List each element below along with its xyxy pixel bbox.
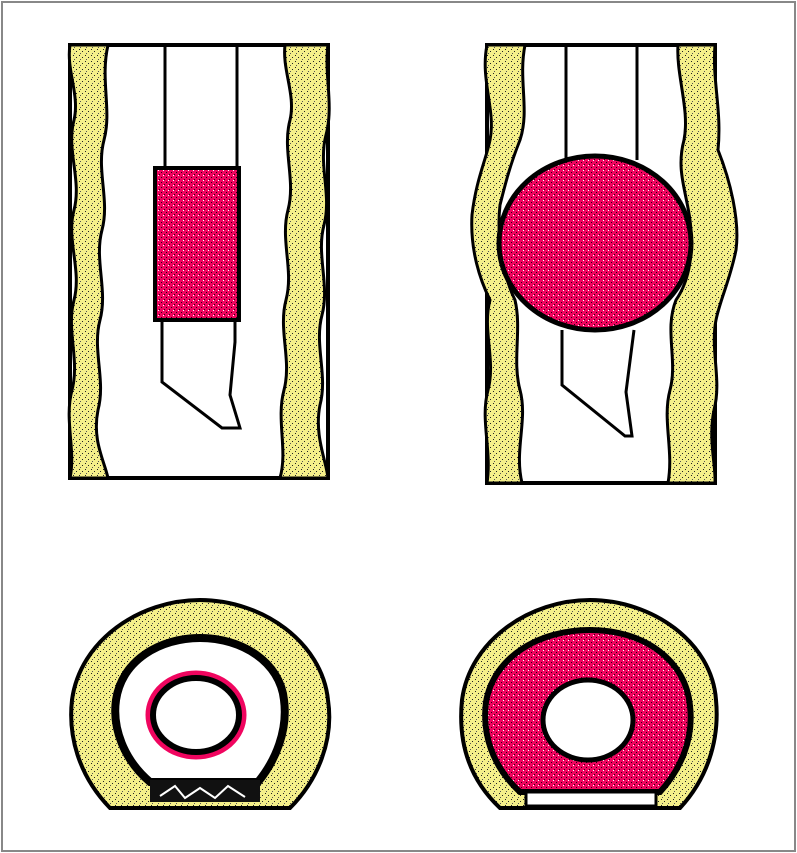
panel-cross-section-deflated: [71, 600, 329, 808]
balloon-deflated: [155, 168, 239, 320]
balloon-inflated: [499, 156, 691, 330]
panel-longitudinal-deflated: [69, 45, 329, 478]
catheter-cross-section: [543, 680, 633, 760]
panel-longitudinal-inflated: [472, 45, 737, 483]
plaque-base-strip: [526, 792, 656, 806]
catheter-cross-section: [153, 678, 239, 752]
panel-cross-section-inflated: [461, 600, 717, 808]
